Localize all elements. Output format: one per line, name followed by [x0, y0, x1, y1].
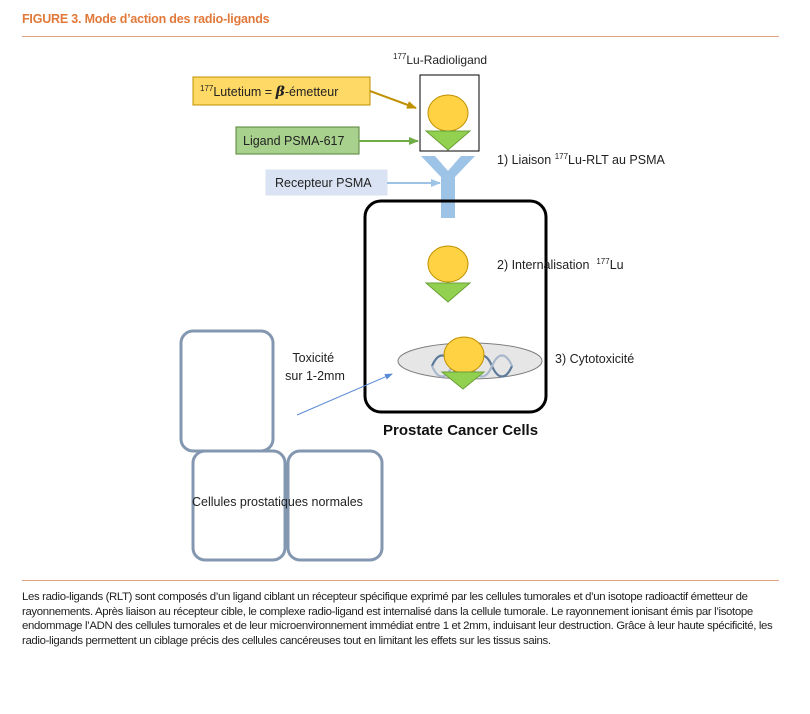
- toxicity-arrow: [296, 373, 393, 416]
- figure-title: FIGURE 3. Mode d’action des radio-ligand…: [22, 12, 270, 26]
- internalised-ligand: [424, 282, 472, 303]
- cytotoxic-ligand: [440, 371, 486, 390]
- internalised-atom: [427, 245, 469, 283]
- ligand-triangle: [424, 130, 472, 151]
- step-binding-label: 1) Liaison 177Lu-RLT au PSMA: [497, 152, 666, 167]
- psma-receptor: [421, 156, 475, 218]
- toxicity-label: Toxicité sur 1-2mm: [285, 351, 345, 383]
- normal-cells-label: Cellules prostatiques normales: [192, 495, 363, 509]
- normal-cell-bottom-right: [286, 449, 384, 562]
- lutetium-arrow: [369, 90, 417, 109]
- receptor-label: Recepteur PSMA: [275, 176, 372, 190]
- cytotoxic-atom: [443, 336, 485, 374]
- lutetium-atom: [427, 94, 469, 132]
- title-divider: [22, 36, 779, 37]
- ligand-label: Ligand PSMA-617: [243, 134, 345, 148]
- normal-cell-bottom-left: [191, 449, 287, 562]
- receptor-box: [265, 169, 388, 196]
- step-cytotoxicity-label: 3) Cytotoxicité: [555, 352, 634, 366]
- cancer-cells-label: Prostate Cancer Cells: [383, 422, 538, 439]
- lutetium-box: [192, 76, 371, 106]
- normal-cell-top: [179, 329, 275, 453]
- step-internalisation-label: 2) Internalisation 177Lu: [497, 257, 624, 272]
- cancer-cell: [363, 199, 548, 414]
- radioligand-label: 177Lu-Radioligand: [393, 52, 487, 67]
- ligand-box: [235, 126, 360, 155]
- caption-divider: [22, 580, 779, 581]
- lutetium-label: 177Lutetium = β-émetteur: [200, 84, 338, 100]
- figure-caption: Les radio-ligands (RLT) sont composés d’…: [22, 591, 773, 647]
